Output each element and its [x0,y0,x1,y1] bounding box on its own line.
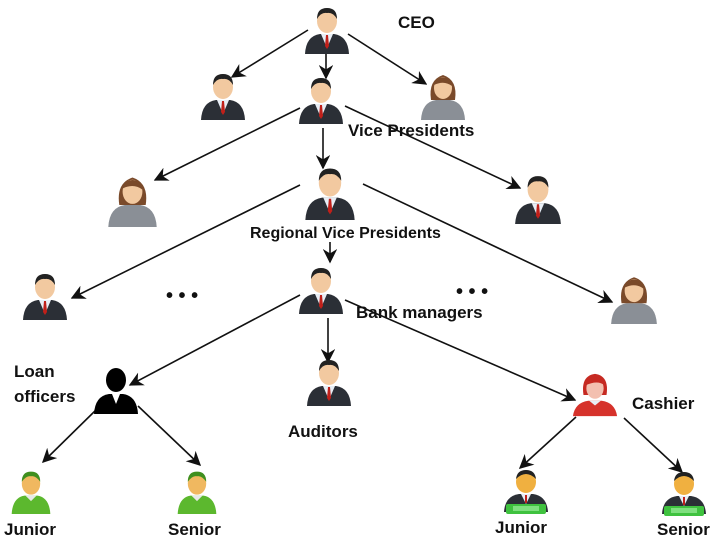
bm-left-person-icon [23,274,67,320]
auditor-person-icon [307,360,351,406]
cashier-junior-money-icon [504,470,548,514]
edge-ceo-vp-right [347,33,428,85]
bm-center-person-icon [299,268,343,314]
label-loan-officers-line2: officers [14,387,75,406]
ceo-person-icon [305,8,349,54]
rvp-right-person-icon [515,176,561,224]
cashier-senior-money-icon [662,472,706,516]
edge-loan-senior [137,405,202,466]
label-vice-presidents: Vice Presidents [348,121,474,140]
edge-cashier-senior [623,417,684,473]
edge-rvp-bm-right [362,183,614,303]
label-auditors: Auditors [288,422,358,441]
label-regional-vps: Regional Vice Presidents [250,225,441,242]
edge-ceo-vp-left [230,29,309,78]
rvp-center-person-icon [305,168,355,220]
bm-right-woman-icon [611,277,657,324]
vp-center-person-icon [299,78,343,124]
edge-loan-junior [41,407,99,464]
edge-cashier-junior [518,416,577,469]
edge-vp-rvp-left [153,107,301,181]
loan-officer-silhouette-icon [94,368,138,414]
rvp-left-woman-icon [108,177,157,227]
edge-bm-loan [128,294,301,386]
ellipsis-left: • • • [166,285,198,307]
label-ceo: CEO [398,13,435,32]
loan-senior-person-icon [177,471,217,514]
loan-junior-person-icon [11,471,51,514]
label-loan-senior: Senior [168,520,221,539]
label-cashier-senior: Senior [657,520,710,539]
edge-bm-cashier [344,299,577,402]
ellipsis-right: • • • [456,281,488,303]
label-bank-managers: Bank managers [356,303,483,322]
label-cashier: Cashier [632,394,695,413]
label-cashier-junior: Junior [495,518,547,537]
vp-left-person-icon [201,74,245,120]
label-loan-junior: Junior [4,520,56,539]
vp-right-woman-icon [421,75,465,120]
edges [41,29,684,473]
cashier-person-icon [572,373,618,417]
edge-vp-rvp-right [344,105,522,190]
label-loan-officers-line1: Loan [14,362,55,381]
edge-rvp-bm-left [70,184,301,299]
